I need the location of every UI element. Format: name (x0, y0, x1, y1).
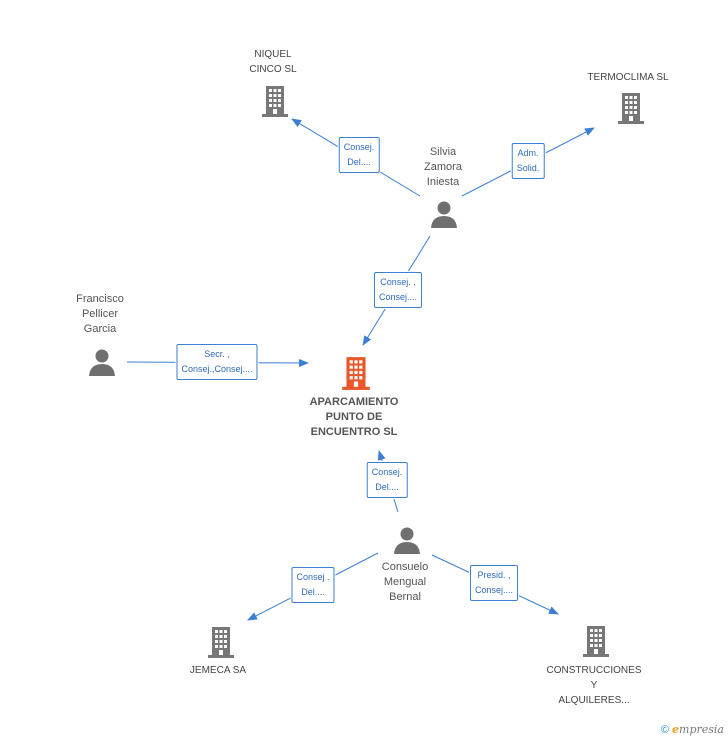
label-line: ENCUENTRO SL (310, 426, 398, 438)
label-line: TERMOCLIMA SL (587, 72, 669, 83)
node-label-niquel[interactable]: NIQUEL CINCO SL (249, 47, 296, 77)
role-line: Del.... (375, 482, 399, 492)
brand-name: empresia (672, 723, 724, 736)
empresia-logo[interactable]: © empresia (661, 723, 724, 736)
node-label-termoclima[interactable]: TERMOCLIMA SL (587, 70, 668, 85)
building-icon[interactable] (581, 624, 611, 658)
label-line: CINCO SL (249, 64, 297, 75)
node-label-main[interactable]: APARCAMIENTO PUNTO DE ENCUENTRO SL (310, 395, 399, 440)
label-line: JEMECA SA (189, 665, 247, 676)
edge-role-silvia-niquel[interactable]: Consej. Del.... (338, 137, 380, 173)
building-icon[interactable] (206, 625, 236, 659)
copyright-symbol: © (660, 724, 669, 736)
node-label-silvia[interactable]: Silvia Zamora Iniesta (424, 145, 462, 190)
label-line: Garcia (83, 323, 117, 335)
role-line: Consej. (371, 467, 403, 477)
main-building-icon[interactable] (340, 355, 372, 391)
role-line: Del.... (301, 587, 325, 597)
edge-role-consuelo-construcciones[interactable]: Presid. , Consej.... (469, 565, 519, 601)
role-line: Consej. , (380, 277, 416, 287)
label-line: Zamora (424, 161, 462, 173)
node-label-construcciones[interactable]: CONSTRUCCIONES Y ALQUILERES... (546, 663, 641, 708)
brand-initial: e (672, 723, 680, 736)
role-line: Presid. , (477, 570, 511, 580)
label-line: PUNTO DE (325, 411, 383, 423)
node-label-francisco[interactable]: Francisco Pellicer Garcia (76, 292, 124, 337)
label-line: CONSTRUCCIONES (546, 665, 642, 676)
label-line: Francisco (76, 293, 124, 305)
person-icon[interactable] (429, 199, 459, 229)
person-icon[interactable] (392, 525, 422, 555)
edge-role-silvia-termoclima[interactable]: Adm. Solid. (511, 143, 545, 179)
node-label-jemeca[interactable]: JEMECA SA (190, 663, 246, 678)
label-line: Consuelo (381, 561, 429, 573)
role-line: Consej.,Consej.... (181, 364, 253, 374)
label-line: Silvia (429, 146, 457, 158)
brand-rest: mpresia (679, 723, 724, 736)
edge-role-consuelo-jemeca[interactable]: Consej . Del.... (291, 567, 335, 603)
role-line: Secr. , (204, 349, 230, 359)
edge-role-silvia-main[interactable]: Consej. , Consej.... (373, 272, 423, 308)
label-line: Bernal (389, 591, 421, 603)
role-line: Solid. (516, 163, 540, 173)
building-icon[interactable] (616, 91, 646, 125)
label-line: Y (590, 680, 598, 691)
role-line: Del.... (347, 157, 371, 167)
label-line: Iniesta (426, 176, 460, 188)
label-line: APARCAMIENTO (309, 396, 399, 408)
role-line: Consej . (296, 572, 330, 582)
edge-role-francisco-main[interactable]: Secr. , Consej.,Consej.... (176, 344, 258, 380)
node-label-consuelo[interactable]: Consuelo Mengual Bernal (382, 560, 428, 605)
role-line: Consej.... (378, 292, 418, 302)
label-line: Mengual (383, 576, 427, 588)
label-line: NIQUEL (254, 49, 292, 60)
role-line: Consej. (343, 142, 375, 152)
role-line: Adm. (517, 148, 539, 158)
building-icon[interactable] (260, 84, 290, 118)
person-icon[interactable] (87, 347, 117, 377)
label-line: Pellicer (81, 308, 119, 320)
label-line: ALQUILERES... (558, 695, 630, 706)
edge-role-consuelo-main[interactable]: Consej. Del.... (366, 462, 408, 498)
role-line: Consej.... (474, 585, 514, 595)
